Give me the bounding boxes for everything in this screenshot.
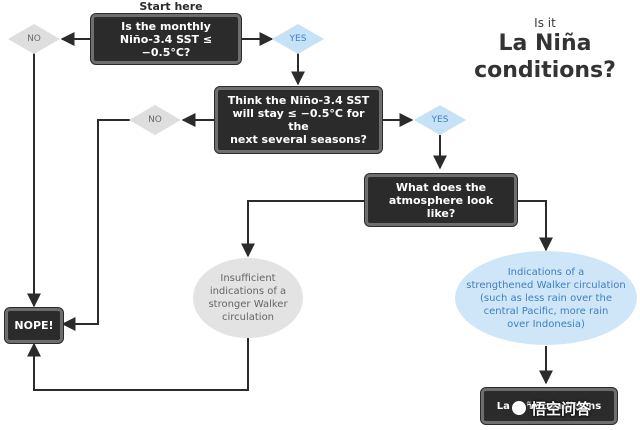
insufficient-line-2: indications of a <box>209 286 287 297</box>
indications-line-1: Indications of a <box>507 267 585 278</box>
watermark-logo-icon <box>510 399 528 417</box>
question-box-sst-stay: Think the Niño-3.4 SST will stay ≤ −0.5°… <box>215 87 382 153</box>
title-line-3: conditions? <box>474 58 616 83</box>
arrow-insufficient-to-nope <box>27 338 249 391</box>
q2-line-3: next several seasons? <box>230 133 367 146</box>
insufficient-line-1: Insufficient <box>220 273 276 284</box>
yes-diamond-1 <box>272 24 324 54</box>
insufficient-ellipse <box>193 258 303 338</box>
watermark: 悟空问答 <box>510 395 635 421</box>
indications-text: Indications of a strengthened Walker cir… <box>461 266 631 331</box>
no-diamond-1 <box>8 24 60 54</box>
yes-label-2: YES <box>431 115 449 125</box>
insufficient-text: Insufficient indications of a stronger W… <box>198 272 298 324</box>
q2-line-1: Think the Niño-3.4 SST <box>227 94 370 107</box>
q1-line-2: Niño-3.4 SST ≤ −0.5°C? <box>119 32 213 59</box>
indications-ellipse <box>455 251 637 345</box>
la-nina-conditions-box: La Niña conditions <box>481 388 617 424</box>
yes-diamond-2 <box>414 105 466 135</box>
insufficient-line-4: circulation <box>221 312 275 323</box>
title-line-1: Is it <box>534 16 556 30</box>
arrow-no2-to-nope <box>61 119 130 331</box>
q1-line-1: Is the monthly <box>121 19 211 33</box>
title-line-2: La Niña <box>498 31 592 56</box>
no-diamond-2 <box>129 105 181 135</box>
indications-line-2: strengthened Walker circulation <box>466 280 626 291</box>
start-label: Start here <box>139 0 203 13</box>
q3-line-1: What does the <box>395 180 487 194</box>
arrow-q3-to-insufficient <box>241 200 365 258</box>
watermark-text: 悟空问答 <box>531 399 592 418</box>
no-label-2: NO <box>148 115 162 125</box>
insufficient-line-3: stronger Walker <box>208 299 288 310</box>
q2-line-2: will stay ≤ −0.5°C for the <box>232 107 365 133</box>
indications-line-3: (such as less rain over the <box>480 293 612 304</box>
indications-line-5: over Indonesia) <box>507 319 585 330</box>
arrow-q3-to-indications <box>517 200 553 252</box>
nope-box: NOPE! <box>5 308 63 343</box>
question-box-atmosphere: What does the atmosphere look like? <box>365 174 517 226</box>
no-label-1: NO <box>27 34 41 44</box>
question-box-monthly-sst: Is the monthly Niño-3.4 SST ≤ −0.5°C? <box>91 14 241 64</box>
indications-line-4: central Pacific, more rain <box>483 306 609 317</box>
yes-label-1: YES <box>289 34 307 44</box>
q3-line-2: atmosphere look like? <box>388 193 494 220</box>
